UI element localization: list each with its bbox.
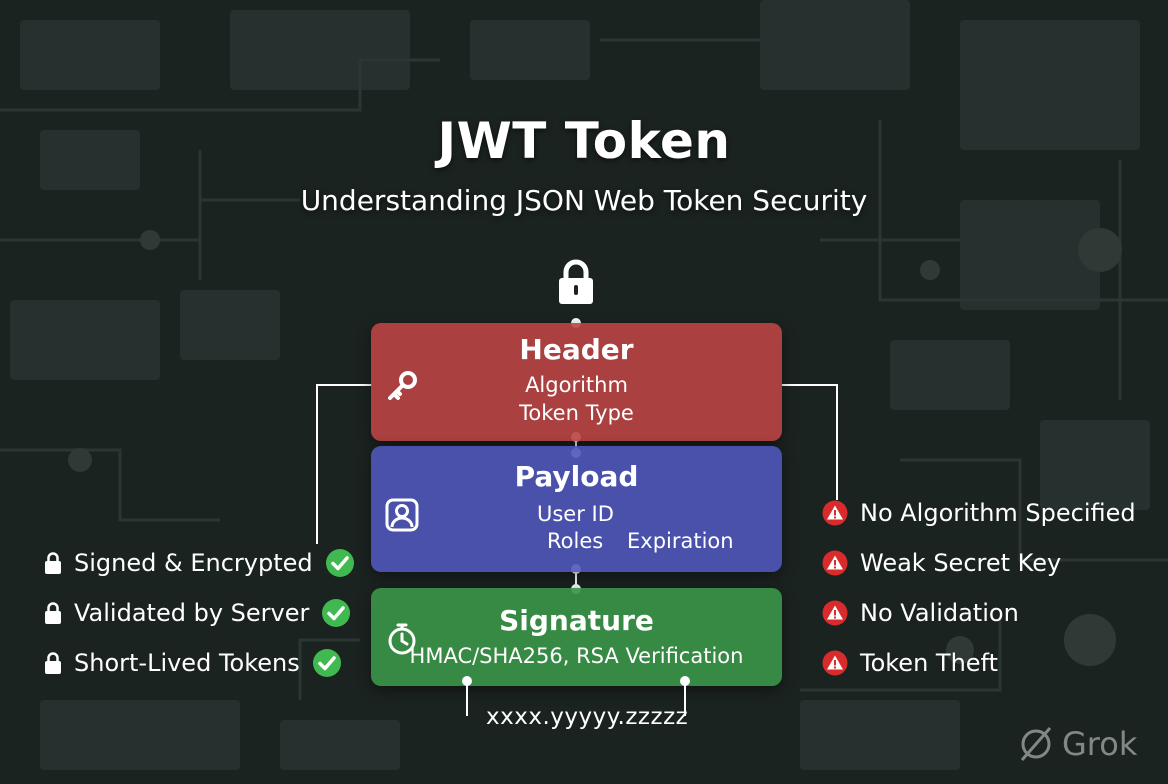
best-practice-item: Signed & Encrypted — [44, 546, 355, 580]
best-practice-label: Validated by Server — [74, 599, 310, 627]
warning-icon — [822, 550, 848, 576]
payload-user-id: User ID — [537, 502, 614, 526]
header-algorithm: Algorithm — [525, 373, 628, 397]
right-bracket-line — [782, 384, 838, 386]
signature-methods: HMAC/SHA256, RSA Verification — [409, 644, 744, 668]
check-icon — [322, 599, 351, 627]
connector-dot — [462, 676, 472, 686]
connector-line — [575, 436, 577, 452]
signature-title: Signature — [499, 604, 654, 637]
watermark-text: Grok — [1062, 725, 1138, 763]
connector-dot — [680, 676, 690, 686]
risk-item: No Validation — [822, 596, 1019, 630]
header-block: Header Algorithm Token Type — [371, 323, 782, 441]
check-icon — [325, 549, 354, 577]
payload-roles: Roles — [547, 529, 604, 553]
warning-icon — [822, 600, 848, 626]
lock-icon — [559, 259, 593, 304]
connector-line — [575, 566, 577, 590]
grok-watermark: Grok — [1016, 724, 1137, 764]
risk-item: Token Theft — [822, 646, 998, 680]
best-practice-item: Short-Lived Tokens — [44, 646, 342, 680]
payload-block: Payload User ID Roles Expiration — [371, 446, 782, 572]
header-title: Header — [519, 333, 634, 366]
best-practice-label: Signed & Encrypted — [74, 549, 313, 577]
risk-label: No Algorithm Specified — [860, 499, 1136, 527]
best-practice-item: Validated by Server — [44, 596, 351, 630]
risk-label: Token Theft — [860, 649, 998, 677]
page-subtitle: Understanding JSON Web Token Security — [300, 184, 868, 217]
user-icon — [385, 498, 419, 532]
token-bracket-line — [684, 680, 686, 716]
token-format: xxxx.yyyyy.zzzzz — [486, 704, 689, 730]
stopwatch-icon — [388, 623, 416, 655]
best-practice-label: Short-Lived Tokens — [74, 649, 300, 677]
risk-item: No Algorithm Specified — [822, 496, 1136, 530]
page-title: JWT Token — [437, 112, 731, 170]
risk-label: No Validation — [860, 599, 1019, 627]
lock-icon — [45, 652, 61, 674]
left-bracket-line — [316, 384, 318, 544]
payload-expiration: Expiration — [627, 529, 734, 553]
right-bracket-line — [836, 384, 838, 500]
key-icon — [388, 371, 417, 400]
risk-item: Weak Secret Key — [822, 546, 1061, 580]
lock-icon — [45, 552, 61, 574]
grok-logo-icon — [1020, 727, 1052, 761]
check-icon — [312, 649, 341, 677]
payload-title: Payload — [514, 460, 639, 493]
signature-block: Signature HMAC/SHA256, RSA Verification — [371, 588, 782, 686]
token-bracket-line — [466, 680, 468, 716]
left-bracket-line — [316, 384, 372, 386]
lock-icon — [45, 602, 61, 624]
risk-label: Weak Secret Key — [860, 549, 1062, 577]
warning-icon — [822, 500, 848, 526]
header-token-type: Token Type — [519, 401, 634, 425]
warning-icon — [822, 650, 848, 676]
